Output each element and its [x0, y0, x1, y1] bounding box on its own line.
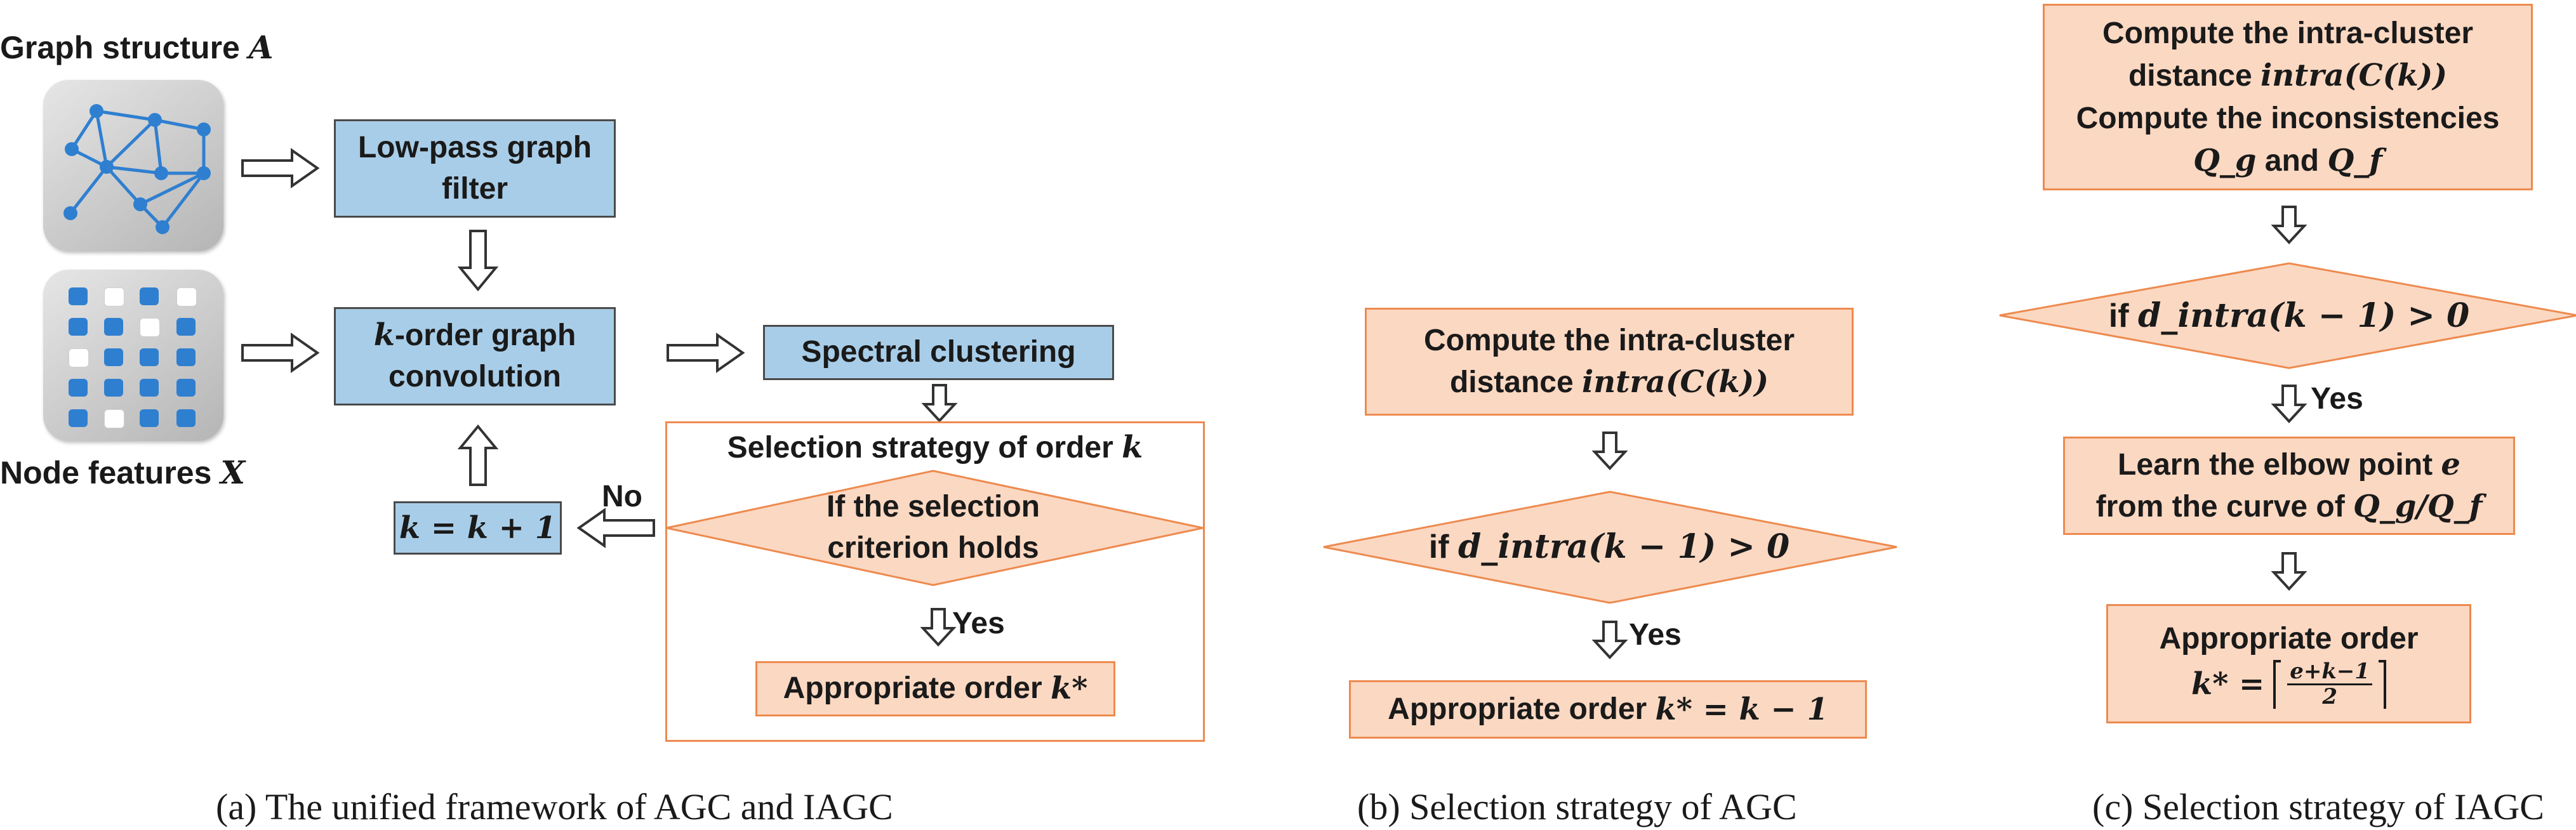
- c-elbow-box: Learn the elbow point e from the curve o…: [2063, 437, 2515, 535]
- c-result-formula: k* = e+k−1 2: [2191, 659, 2387, 709]
- b-condition-diamond: [1323, 491, 1897, 604]
- arrow-b-compute-to-condition: [1593, 431, 1626, 470]
- korder-symbol: k: [373, 317, 395, 353]
- caption-c: (c) Selection strategy of IAGC: [2092, 786, 2544, 827]
- b-result-math: k* = k − 1: [1655, 691, 1828, 727]
- b-condition-math: d_intra(k − 1) > 0: [1458, 527, 1790, 566]
- appropriate-order-box-a: Appropriate order k*: [755, 661, 1115, 716]
- c-result-line-1: Appropriate order: [2159, 621, 2419, 655]
- update-k-box: k = k + 1: [394, 501, 562, 555]
- criterion-line-2: criterion holds: [827, 531, 1039, 565]
- b-compute-text: distance: [1449, 365, 1574, 399]
- lowpass-filter-box: Low-pass graph filter: [334, 119, 616, 218]
- lowpass-line-2: filter: [441, 171, 508, 206]
- b-result-box: Appropriate order k* = k − 1: [1349, 680, 1867, 739]
- appropriate-symbol-a: k*: [1051, 671, 1088, 707]
- node-features-symbol: X: [220, 454, 246, 491]
- c-result-box: Appropriate order k* = e+k−1 2: [2106, 604, 2471, 723]
- c-condition-math: d_intra(k − 1) > 0: [2138, 296, 2470, 335]
- caption-b: (b) Selection strategy of AGC: [1357, 786, 1797, 827]
- graph-structure-text: Graph structure: [0, 30, 240, 65]
- arrow-filter-to-convolution: [459, 230, 497, 291]
- spectral-clustering-box: Spectral clustering: [763, 325, 1114, 380]
- strategy-title-text: Selection strategy of order: [727, 431, 1113, 464]
- appropriate-text-a: Appropriate order: [783, 671, 1042, 706]
- arrow-graph-to-filter: [241, 149, 319, 187]
- c-compute-line-4: Q_g and Q_f: [2193, 140, 2382, 182]
- c-elbow-line-2: from the curve of Q_g/Q_f: [2096, 486, 2483, 528]
- c-fraction-denominator: 2: [2322, 683, 2337, 709]
- caption-a: (a) The unified framework of AGC and IAG…: [216, 786, 893, 827]
- arrow-b-condition-to-result: [1593, 621, 1626, 659]
- selection-strategy-frame: [665, 421, 1205, 742]
- c-ceiling-right: [2379, 659, 2387, 709]
- c-compute-line-1: Compute the intra-cluster: [2102, 16, 2474, 50]
- node-features-text: Node features: [0, 455, 212, 491]
- graph-structure-symbol: A: [248, 29, 274, 66]
- b-compute-math: intra(C(k)): [1582, 364, 1769, 400]
- b-condition-text: if d_intra(k − 1) > 0: [1365, 520, 1854, 574]
- criterion-text: If the selection criterion holds: [762, 484, 1105, 572]
- graph-network-icon: [63, 104, 211, 234]
- b-compute-line-2: distance intra(C(k)): [1450, 362, 1769, 404]
- c-elbow-line-1: Learn the elbow point e: [2118, 444, 2460, 486]
- korder-line-2: convolution: [388, 360, 561, 393]
- arrow-spectral-to-strategy: [923, 384, 956, 422]
- no-label: No: [602, 480, 642, 513]
- c-result-lhs: k* =: [2191, 666, 2265, 702]
- b-condition-if: if: [1428, 528, 1449, 565]
- korder-line-1: k-order graph: [374, 315, 576, 357]
- yes-label-c: Yes: [2311, 382, 2363, 416]
- arrow-c-elbow-to-result: [2273, 552, 2306, 590]
- c-ceiling: e+k−1 2: [2273, 659, 2387, 709]
- lowpass-line-1: Low-pass graph: [357, 130, 592, 164]
- c-fraction: e+k−1 2: [2281, 659, 2379, 709]
- strategy-symbol: k: [1122, 430, 1143, 465]
- arrow-c-compute-to-condition: [2273, 206, 2306, 244]
- arrow-convolution-to-spectral: [667, 334, 744, 372]
- c-compute-line-3: Compute the inconsistencies: [2076, 102, 2500, 135]
- graph-structure-label: Graph structure A: [0, 27, 274, 69]
- spectral-text: Spectral clustering: [801, 335, 1076, 369]
- c-condition-if: if: [2108, 297, 2129, 334]
- yes-label-a: Yes: [952, 607, 1005, 640]
- c-and-text: and: [2264, 144, 2320, 178]
- b-result-text: Appropriate order: [1388, 692, 1647, 726]
- graph-convolution-box: k-order graph convolution: [334, 307, 616, 405]
- c-qf-symbol: Q_f: [2327, 143, 2382, 179]
- c-condition-text: if d_intra(k − 1) > 0: [2044, 289, 2534, 343]
- yes-label-b: Yes: [1629, 618, 1682, 652]
- criterion-line-1: If the selection: [826, 490, 1040, 524]
- c-fraction-numerator: e+k−1: [2287, 659, 2373, 685]
- node-features-label: Node features X: [0, 452, 245, 494]
- c-qg-symbol: Q_g: [2193, 143, 2257, 179]
- arrow-update-to-convolution: [459, 425, 497, 486]
- c-elbow-text-1: Learn the elbow point: [2118, 447, 2433, 482]
- b-compute-line-1: Compute the intra-cluster: [1423, 323, 1795, 357]
- c-compute-box: Compute the intra-cluster distance intra…: [2043, 4, 2533, 190]
- graph-icon: [43, 80, 223, 251]
- feature-matrix-icon: [43, 270, 223, 441]
- c-compute-text: distance: [2128, 58, 2252, 93]
- c-condition-diamond: [1999, 262, 2576, 369]
- selection-strategy-title: Selection strategy of order k: [665, 428, 1205, 468]
- c-compute-line-2: distance intra(C(k)): [2128, 55, 2447, 97]
- korder-text: -order graph: [394, 319, 576, 353]
- c-elbow-e: e: [2441, 446, 2460, 482]
- update-text: k = k + 1: [399, 510, 557, 546]
- c-ceiling-left: [2273, 659, 2281, 709]
- arrow-features-to-convolution: [241, 334, 319, 372]
- arrow-c-condition-to-elbow: [2273, 385, 2306, 423]
- b-compute-box: Compute the intra-cluster distance intra…: [1365, 308, 1854, 416]
- c-elbow-ratio: Q_g/Q_f: [2353, 488, 2483, 524]
- c-compute-math: intra(C(k)): [2261, 57, 2448, 93]
- c-elbow-text-2: from the curve of: [2095, 489, 2345, 524]
